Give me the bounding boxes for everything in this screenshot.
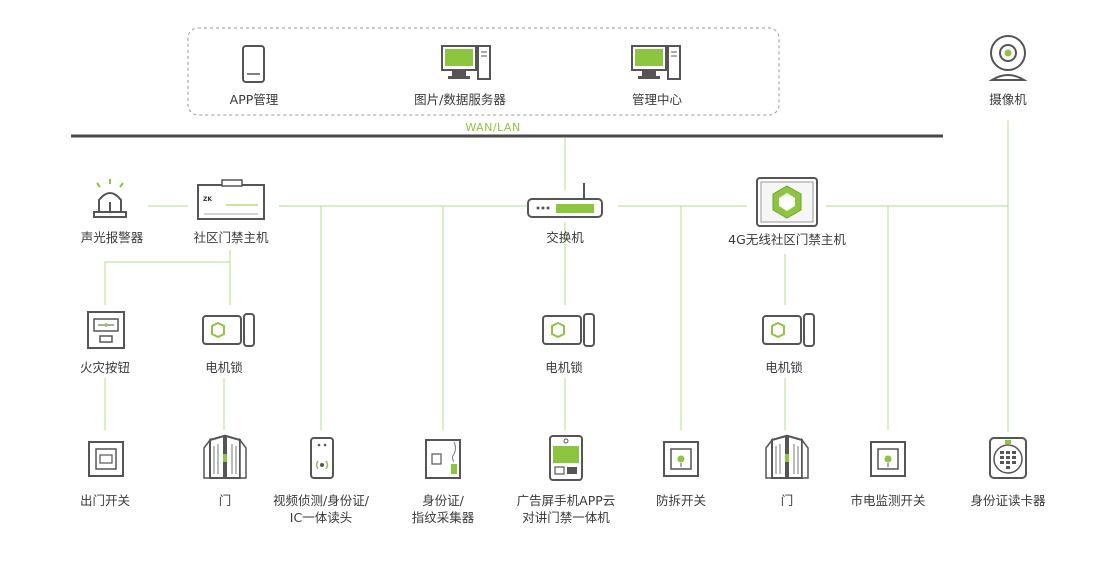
idcard-line1: 身份证/ (422, 493, 464, 508)
cloud-box (187, 27, 780, 116)
card-reader-icon (310, 437, 334, 479)
ad-terminal-line1: 广告屏手机APP云 (516, 493, 616, 508)
lock-label-1: 电机锁 (205, 360, 243, 375)
intercom-terminal-icon (549, 435, 583, 481)
camera-icon (988, 35, 1028, 81)
svg-text:ZK: ZK (203, 196, 212, 203)
network-switch-icon (527, 183, 603, 218)
phone-icon (242, 45, 265, 83)
lock-label-2: 电机锁 (545, 360, 583, 375)
switch-label: 交换机 (546, 230, 584, 245)
door-label-2: 门 (780, 493, 794, 508)
alarm-siren-icon (93, 179, 127, 218)
fire-button-icon (87, 311, 125, 349)
ad-terminal-line2: 对讲门禁一体机 (522, 510, 610, 525)
motor-lock-icon-1 (202, 313, 255, 347)
app-label: APP管理 (229, 92, 279, 107)
motor-lock-icon-2 (542, 313, 595, 347)
tamper-switch-icon (663, 441, 699, 477)
fingerprint-collector-icon (425, 439, 461, 479)
power-switch-label: 市电监测开关 (850, 493, 926, 508)
tamper-switch-label: 防拆开关 (655, 493, 707, 508)
connection-lines (104, 120, 1009, 432)
lock-label-3: 电机锁 (765, 360, 803, 375)
server-computer-icon (441, 45, 491, 80)
host-label: 社区门禁主机 (193, 230, 269, 245)
power-monitor-switch-icon (870, 441, 906, 477)
motor-lock-icon-3 (762, 313, 815, 347)
door-icon-2 (765, 434, 809, 479)
id-reader-label: 身份证读卡器 (970, 493, 1046, 508)
exit-switch-icon (88, 441, 124, 477)
idcard-line2: 指纹采集器 (411, 510, 475, 525)
access-host-icon: ZK (197, 179, 265, 220)
door-label-1: 门 (218, 493, 232, 508)
management-computer-icon (631, 45, 681, 80)
4g-host-icon (756, 177, 818, 227)
alarm-label: 声光报警器 (80, 230, 144, 245)
4g-host-label: 4G无线社区门禁主机 (728, 232, 846, 247)
fire-button-label: 火灾按钮 (79, 360, 131, 375)
reader1-line2: IC一体读头 (289, 510, 353, 525)
wan-lan-label: WAN/LAN (465, 121, 521, 134)
exit-switch-label: 出门开关 (79, 493, 131, 508)
camera-label: 摄像机 (989, 92, 1027, 107)
id-card-reader-icon (989, 437, 1027, 479)
center-label: 管理中心 (631, 92, 683, 107)
server-label: 图片/数据服务器 (414, 92, 506, 107)
door-icon-1 (203, 434, 247, 479)
reader1-line1: 视频侦测/身份证/ (273, 493, 369, 508)
